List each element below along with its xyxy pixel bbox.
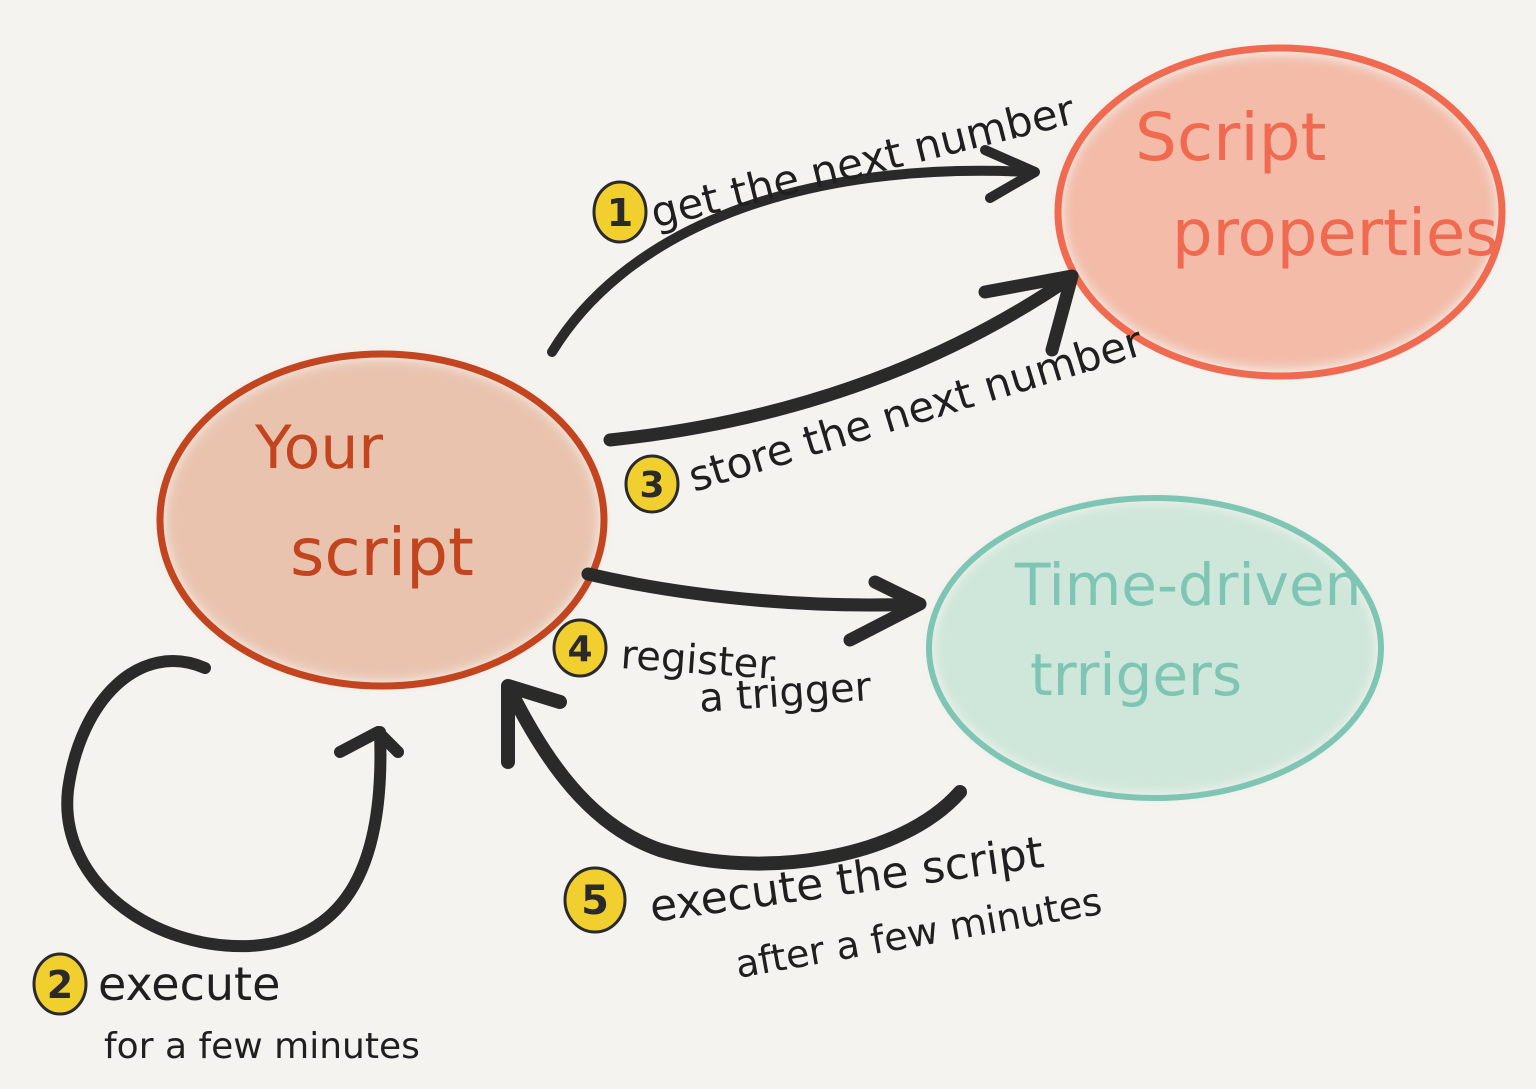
step2-label: 2 execute for a few minutes <box>32 952 420 1067</box>
step2-line1: execute <box>98 957 280 1011</box>
node-time-driven-triggers: Time-driven trrigers <box>926 495 1384 801</box>
step3-badge-number: 3 <box>639 465 664 506</box>
step1-badge-number: 1 <box>607 191 633 235</box>
node-script-properties: Script properties <box>1054 44 1506 380</box>
step3-text: store the next number <box>683 316 1150 501</box>
step3-badge <box>624 454 680 514</box>
step2-badge <box>32 952 88 1016</box>
arrow-step1-head <box>980 145 1040 203</box>
step4-badge-number: 4 <box>567 629 592 670</box>
arrow-step4-line <box>581 567 925 612</box>
step2-badge-number: 2 <box>47 963 73 1007</box>
node-your-script-line2: script <box>290 514 474 591</box>
node-script-properties-fill <box>1062 54 1498 370</box>
arrow-step4-head <box>843 575 927 647</box>
arrow-step3-line <box>603 271 1077 447</box>
node-your-script: Your script <box>156 350 608 690</box>
step5-badge <box>563 866 627 934</box>
node-time-driven-line1: Time-driven <box>1014 551 1361 619</box>
arrow-step1-line <box>547 165 1035 357</box>
node-time-driven-fill <box>933 502 1377 794</box>
step4-label: 4 register a trigger <box>552 618 873 722</box>
arrow-step5-line <box>503 683 967 871</box>
step5-badge-number: 5 <box>581 878 609 924</box>
node-script-properties-line2: properties <box>1172 197 1499 271</box>
step2-line2: for a few minutes <box>104 1026 420 1067</box>
node-time-driven-outline <box>926 495 1384 801</box>
node-script-properties-outline <box>1054 44 1506 380</box>
step4-line1: register <box>619 632 777 689</box>
arrow-step1 <box>547 145 1040 357</box>
step3-label: 3 store the next number <box>624 316 1150 514</box>
node-script-properties-line1: Script <box>1135 99 1326 176</box>
arrow-step2-loop <box>61 655 404 953</box>
arrow-step3 <box>603 269 1079 447</box>
arrow-step4 <box>581 567 927 647</box>
node-time-driven-line2: trrigers <box>1030 641 1242 709</box>
arrow-step5-head <box>501 679 567 769</box>
arrow-step3-head <box>978 269 1079 357</box>
node-your-script-outline <box>156 350 608 690</box>
step1-badge <box>592 180 648 244</box>
arrow-step2-head <box>334 726 404 758</box>
step4-badge <box>552 618 608 678</box>
arrow-step5 <box>501 679 967 871</box>
node-your-script-line1: Your <box>254 413 383 483</box>
node-your-script-fill <box>164 358 600 682</box>
arrow-step2-line <box>61 655 387 953</box>
